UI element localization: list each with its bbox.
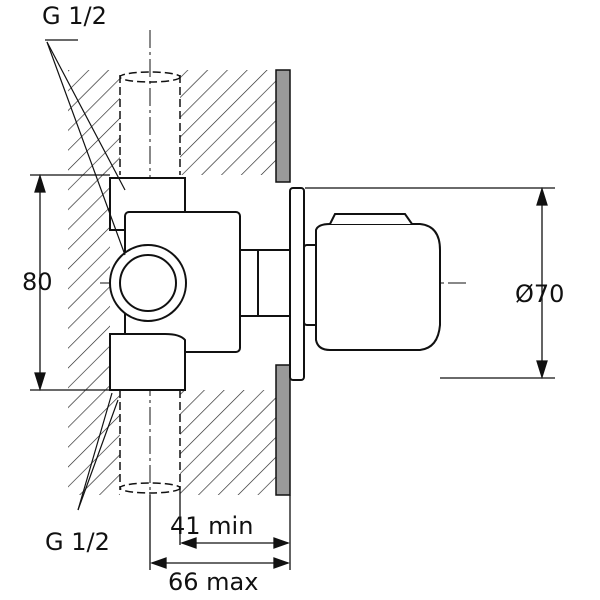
height-dimension-label: 80 [22, 268, 53, 296]
thread-size-top-label: G 1/2 [42, 2, 107, 30]
pipes [119, 71, 181, 494]
diameter-dimension-label: Ø70 [515, 280, 565, 308]
min-depth-label: 41 min [170, 512, 254, 540]
max-depth-label: 66 max [168, 568, 259, 596]
wall-tile [275, 69, 291, 496]
thread-size-bottom-label: G 1/2 [45, 528, 110, 556]
valve-body [109, 177, 291, 391]
dimension-lines [30, 173, 555, 570]
handle [315, 213, 441, 351]
cover-plate [289, 187, 319, 381]
leader-lines [45, 39, 126, 511]
